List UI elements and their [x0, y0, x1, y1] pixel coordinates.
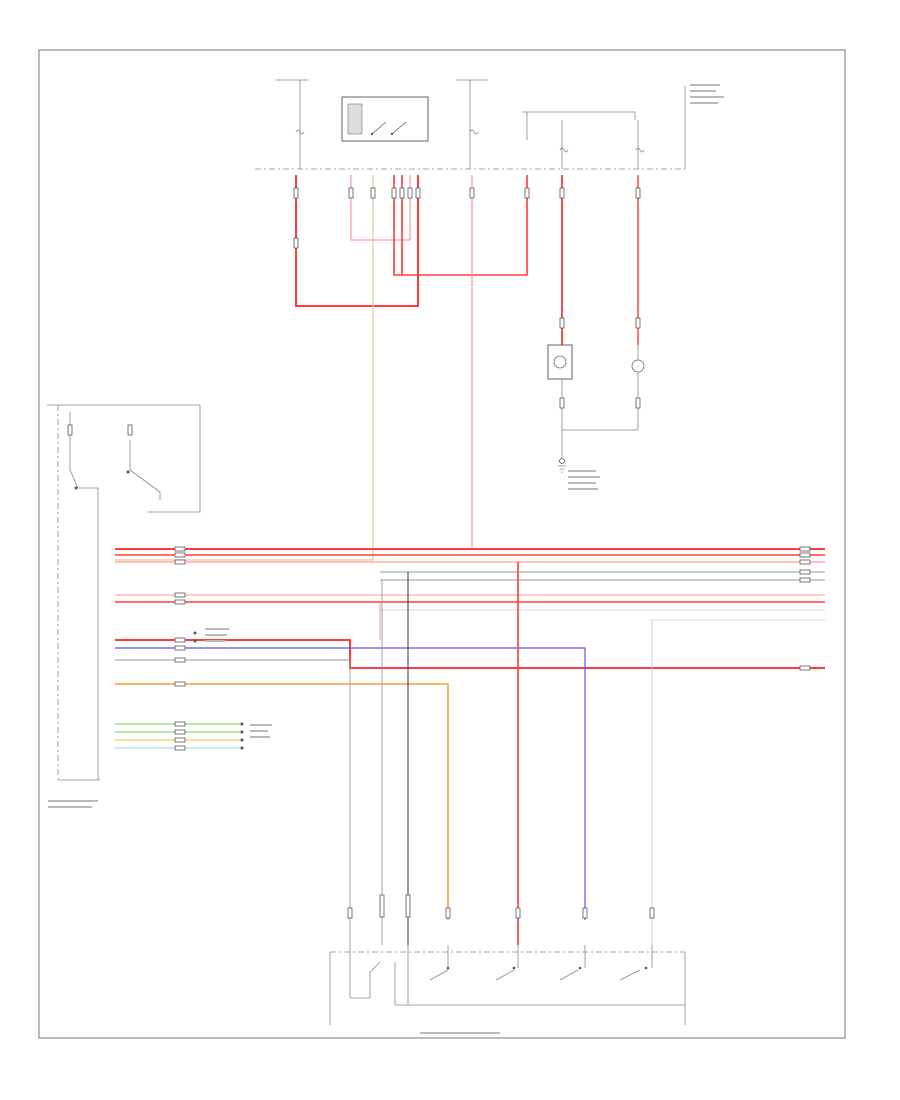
- diagram-border: [38, 49, 846, 1039]
- fuse-relay-box: [255, 79, 686, 170]
- component-labels: [48, 84, 724, 1034]
- left-lamp: [547, 344, 573, 430]
- fuse-3: [559, 147, 569, 153]
- fuse-2: [469, 129, 479, 135]
- top-connectors: [293, 187, 641, 329]
- harness-wires: [115, 548, 825, 945]
- fuse-4: [635, 147, 645, 153]
- harness-connectors: [174, 546, 811, 751]
- headlight-switch: [329, 894, 686, 1025]
- ground: [558, 429, 638, 473]
- instrument-panel: [47, 404, 201, 781]
- right-lamp: [631, 345, 645, 430]
